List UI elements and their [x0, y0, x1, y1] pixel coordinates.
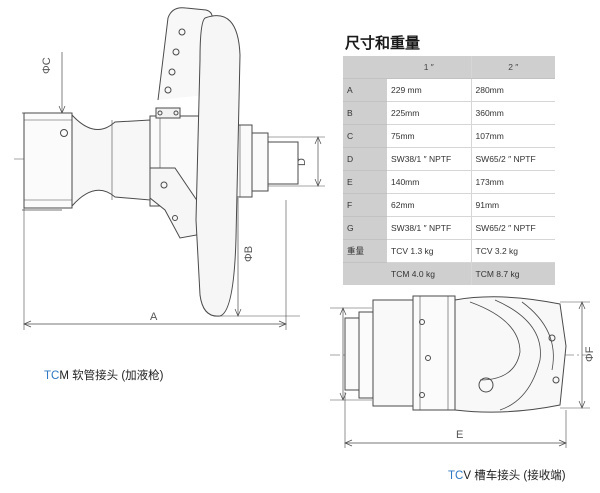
table-row: TCM 4.0 kg TCM 8.7 kg	[343, 262, 555, 285]
cell-2inch: 173mm	[470, 170, 555, 194]
table-row: B 225mm 360mm	[343, 101, 555, 125]
row-label: 重量	[343, 239, 387, 263]
cell-1inch: TCM 4.0 kg	[387, 262, 471, 285]
row-label: G	[343, 216, 387, 240]
table-row: D SW38/1 ″ NPTF SW65/2 ″ NPTF	[343, 147, 555, 171]
row-label	[343, 262, 387, 285]
table-row: F 62mm 91mm	[343, 193, 555, 217]
cell-2inch: 107mm	[470, 124, 555, 148]
row-label: D	[343, 147, 387, 171]
row-label: B	[343, 101, 387, 125]
row-label: F	[343, 193, 387, 217]
cell-1inch: 229 mm	[387, 78, 471, 102]
row-label: A	[343, 78, 387, 102]
cell-1inch: SW38/1 ″ NPTF	[387, 147, 471, 171]
cell-1inch: 225mm	[387, 101, 471, 125]
cell-1inch: 62mm	[387, 193, 471, 217]
tcv-caption-prefix: TC	[448, 470, 464, 482]
cell-1inch: 140mm	[387, 170, 471, 194]
cell-2inch: 280mm	[470, 78, 555, 102]
tcv-caption-text: V 槽车接头 (接收端)	[463, 470, 566, 482]
header-cell: 2 ″	[470, 56, 555, 79]
cell-1inch: 75mm	[387, 124, 471, 148]
spec-title: 尺寸和重量	[345, 34, 421, 52]
tcv-coupling-drawing	[330, 295, 590, 448]
cell-2inch: SW65/2 ″ NPTF	[470, 147, 555, 171]
dim-label-c: ΦC	[41, 57, 53, 74]
table-row: E 140mm 173mm	[343, 170, 555, 194]
dim-label-b: ΦB	[243, 246, 255, 262]
cell-2inch: TCV 3.2 kg	[470, 239, 555, 263]
tcm-coupling-drawing	[14, 7, 325, 330]
header-cell: 1 ″	[387, 56, 471, 79]
dim-label-e: E	[456, 429, 463, 441]
tcm-caption-prefix: TC	[44, 370, 60, 382]
tcm-caption-text: M 软管接头 (加液枪)	[59, 370, 164, 382]
table-row: 重量 TCV 1.3 kg TCV 3.2 kg	[343, 239, 555, 263]
cell-2inch: 91mm	[470, 193, 555, 217]
table-row: A 229 mm 280mm	[343, 78, 555, 102]
table-row: C 75mm 107mm	[343, 124, 555, 148]
dim-label-d: D	[296, 158, 308, 166]
cell-1inch: SW38/1 ″ NPTF	[387, 216, 471, 240]
row-label: E	[343, 170, 387, 194]
table-row: G SW38/1 ″ NPTF SW65/2 ″ NPTF	[343, 216, 555, 240]
cell-2inch: TCM 8.7 kg	[470, 262, 555, 285]
cell-1inch: TCV 1.3 kg	[387, 239, 471, 263]
tcm-caption: TCM 软管接头 (加液枪)	[44, 367, 163, 383]
spec-table: 1 ″ 2 ″ A 229 mm 280mm B 225mm 360mm C 7…	[343, 56, 555, 285]
row-label: C	[343, 124, 387, 148]
header-cell	[343, 56, 387, 79]
cell-2inch: SW65/2 ″ NPTF	[470, 216, 555, 240]
dim-label-a: A	[150, 311, 158, 323]
dim-label-f: ΦF	[584, 346, 596, 362]
tcv-caption: TCV 槽车接头 (接收端)	[448, 467, 566, 483]
cell-2inch: 360mm	[470, 101, 555, 125]
table-header-row: 1 ″ 2 ″	[343, 56, 555, 79]
spec-section: 尺寸和重量 1 ″ 2 ″ A 229 mm 280mm B 225mm 360…	[343, 33, 555, 285]
